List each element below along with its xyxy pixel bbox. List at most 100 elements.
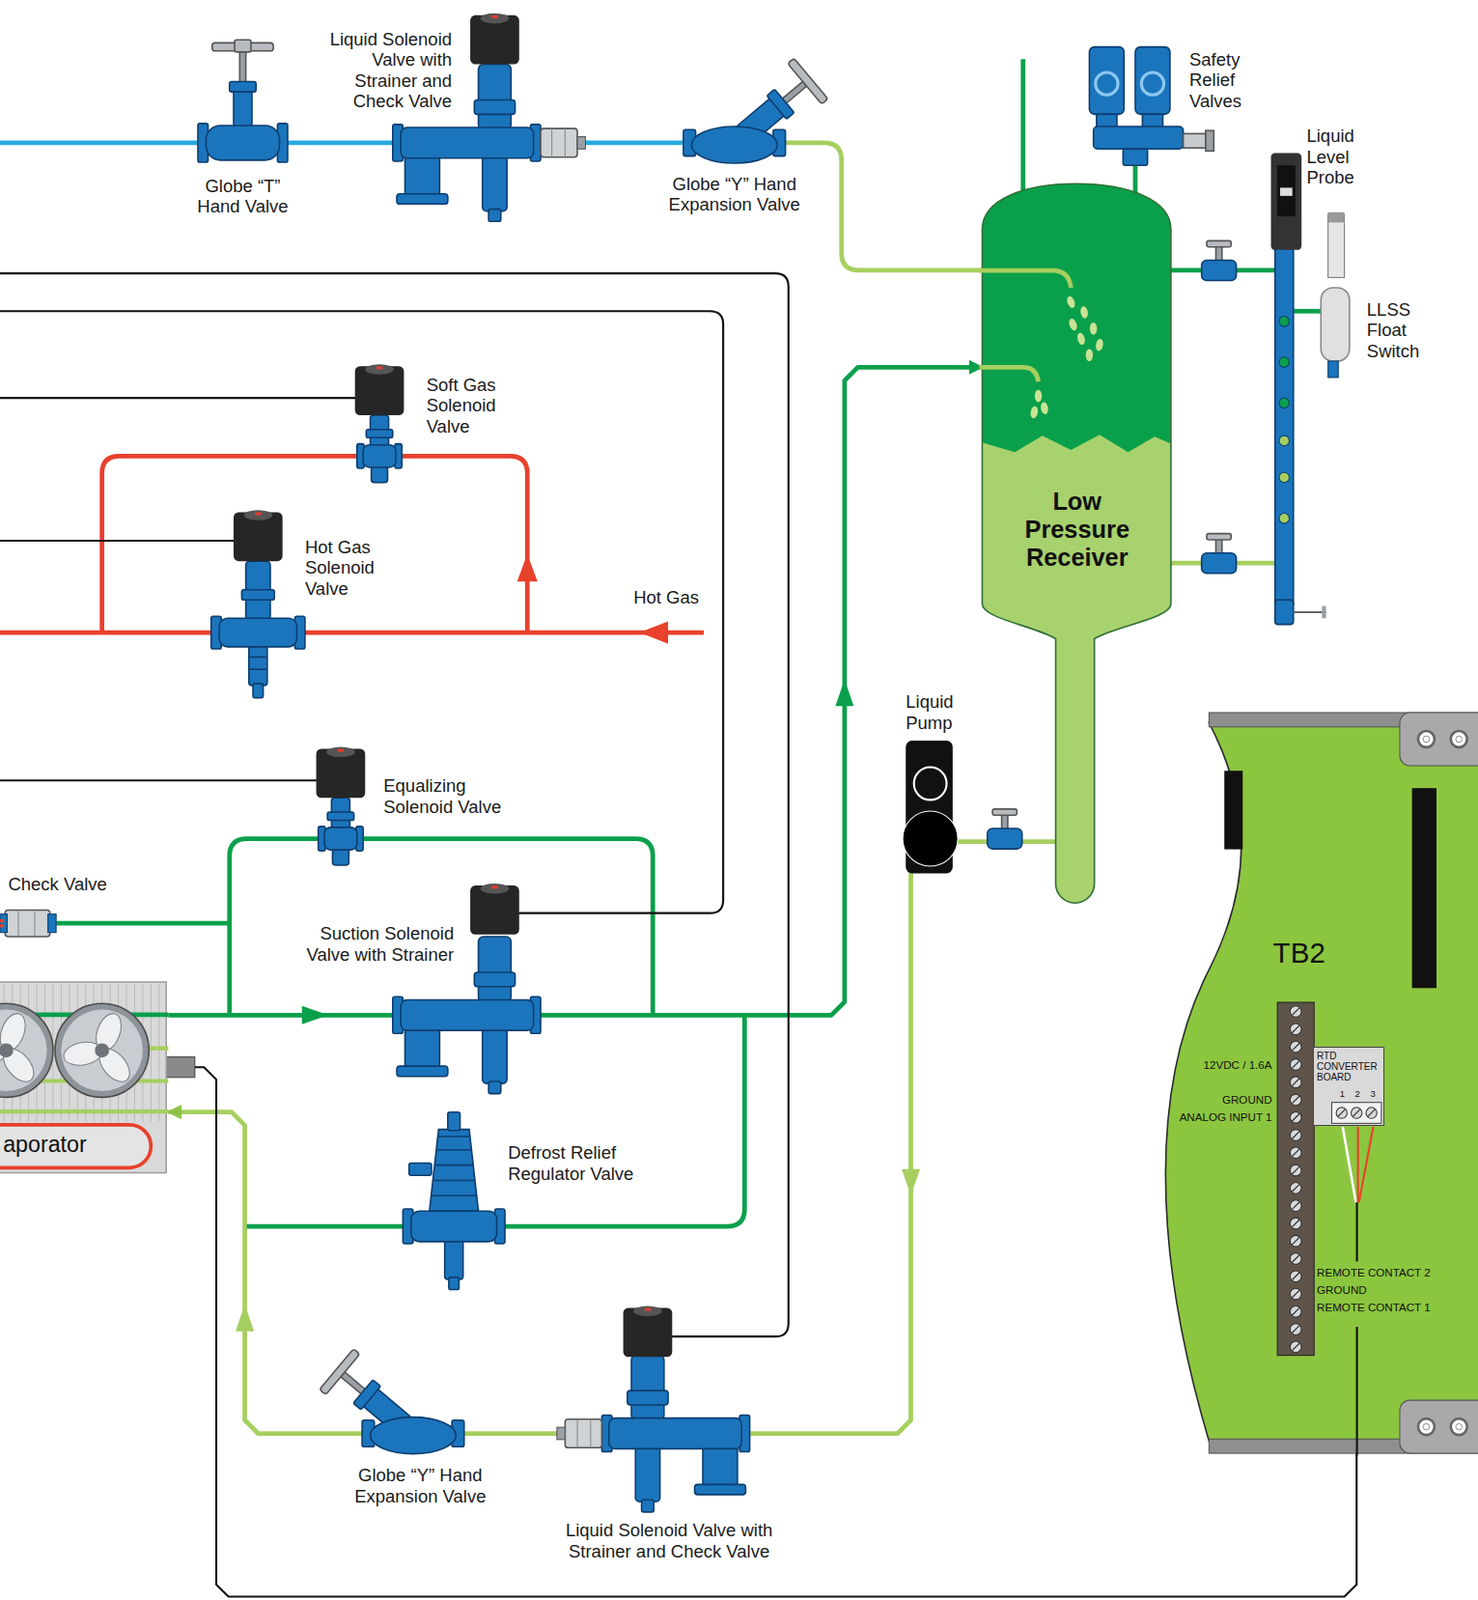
node-label: TB2: [1273, 936, 1326, 971]
evaporator-unit-shape: [0, 1124, 151, 1168]
terminal-board-shape: [1455, 1422, 1462, 1429]
node-label-box: REMOTE CONTACT 2: [1316, 1265, 1431, 1280]
part-label: Liquid Solenoid Valve with Strainer and …: [549, 1519, 789, 1562]
pipe: [229, 838, 653, 1016]
liquid-solenoid-valve: [623, 1305, 673, 1357]
terminal-board: TB2 12VDC / 1.6A GROUND ANALOG INPUT 1 REMOT…: [1147, 712, 1478, 1454]
receiver-vessel-shape: [1039, 401, 1049, 416]
control-wire: [0, 396, 358, 399]
equalizing-valve: [316, 746, 366, 865]
part-label: Globe “Y” Hand Expansion Valve: [652, 173, 816, 216]
terminal-board-shape: [1289, 1040, 1302, 1053]
defrost-regulator: [402, 1112, 505, 1290]
check-valve: [0, 919, 4, 922]
level-column: [1279, 397, 1290, 409]
liquid-pump: [914, 767, 948, 801]
defrost-regulator: [402, 1112, 505, 1290]
check-valve: [17, 909, 19, 936]
part-label: Globe “T” Hand Valve: [189, 175, 297, 218]
control-wire: [0, 273, 789, 1337]
equalizing-valve: [318, 797, 363, 865]
part-label: Hot Gas Solenoid Valve: [305, 536, 397, 600]
connector-group: [167, 366, 1357, 1596]
float-switch: [1320, 287, 1350, 362]
expansion-valve: [683, 57, 829, 164]
part-label: Equalizing Solenoid Valve: [383, 775, 522, 817]
part-label: Liquid Solenoid Valve with Strainer and …: [316, 28, 453, 113]
evaporator-unit-shape: [60, 1009, 143, 1092]
pipe: [102, 455, 529, 633]
safety-relief-valve: [1183, 133, 1206, 148]
evaporator-unit-shape: [0, 1009, 48, 1092]
hand-valve: [987, 808, 1023, 849]
terminal-board-shape: [1289, 1199, 1302, 1211]
rtd-board-shape: [1331, 1102, 1381, 1124]
node-label: REMOTE CONTACT 1: [1316, 1300, 1431, 1314]
expansion-valve: [319, 1348, 465, 1454]
level-probe: [1277, 165, 1296, 217]
pipe: [775, 142, 986, 271]
terminal-board-shape: [1289, 1058, 1302, 1070]
evaporator-unit-shape: [0, 1003, 54, 1098]
level-column: [1279, 316, 1290, 328]
evaporator-unit-shape: [94, 1043, 110, 1059]
label-box: Hot Gas Solenoid Valve: [305, 536, 397, 600]
globe-hand-valve: [197, 39, 288, 163]
receiver-vessel-shape: [981, 183, 1171, 903]
liquid-solenoid-valve: [540, 128, 586, 158]
flow-arrow: [235, 554, 921, 1332]
part-label: Liquid Level Probe: [1306, 125, 1373, 189]
terminal-board-shape: [1289, 1287, 1302, 1300]
terminal-board-shape: [1289, 1075, 1302, 1088]
label-box: Equalizing Solenoid Valve: [383, 775, 522, 817]
terminal-board-shape: [1289, 1322, 1302, 1335]
float-switch: [1328, 214, 1345, 279]
rtd-board-shape: [1350, 1107, 1362, 1118]
control-wire: [0, 539, 240, 542]
terminal-board-shape: [1224, 770, 1243, 849]
safety-relief-valve: [1141, 72, 1164, 95]
check-valve: [0, 923, 4, 927]
node-label-box: GROUND: [1316, 1282, 1367, 1297]
node-label-box: aporator: [2, 1131, 87, 1158]
receiver-vessel-shape: [1034, 390, 1042, 403]
liquid-pump: [902, 740, 958, 873]
control-wire: [0, 310, 724, 913]
pipe: [0, 630, 704, 636]
node-label: Low Pressure Receiver: [1005, 487, 1149, 572]
check-valve: [48, 914, 56, 933]
node-label: 2: [1351, 1087, 1365, 1099]
expansion-valve: [683, 57, 829, 164]
receiver-vessel-shape: [978, 366, 1038, 382]
level-column: [1275, 599, 1294, 624]
flow-arrow: [835, 679, 854, 706]
terminal-board-shape: [1289, 1111, 1302, 1123]
level-column: [1275, 247, 1327, 625]
node-label-box: 3: [1366, 1087, 1380, 1099]
terminal-board-shape: [1418, 730, 1435, 748]
level-probe: [1271, 152, 1303, 250]
part-label: Liquid Pump: [905, 691, 967, 733]
terminal-board-shape: [1356, 1125, 1359, 1201]
node-label: 12VDC / 1.6A: [1152, 1058, 1273, 1072]
label-box: Globe “Y” Hand Expansion Valve: [338, 1464, 502, 1506]
node-label: GROUND: [1152, 1092, 1273, 1107]
node-label: ANALOG INPUT 1: [1152, 1110, 1273, 1124]
terminal-board-shape: [1411, 787, 1436, 988]
node-label-box: Low Pressure Receiver: [1005, 487, 1149, 572]
evaporator-unit-shape: [55, 1003, 149, 1098]
node-label-box: 2: [1351, 1087, 1365, 1099]
terminal-board-shape: [1422, 735, 1429, 742]
pipe: [1020, 58, 1026, 200]
liquid-pump: [902, 810, 958, 866]
evaporator-unit: aporator: [0, 981, 168, 1176]
node-label: 3: [1366, 1087, 1380, 1099]
part-label: Globe “Y” Hand Expansion Valve: [338, 1464, 502, 1506]
terminal-board-shape: [1289, 1093, 1302, 1106]
evaporator-unit-shape: [150, 984, 152, 1123]
rtd-board-shape: [1336, 1107, 1347, 1118]
node-label-box: ANALOG INPUT 1: [1152, 1110, 1273, 1124]
receiver-vessel-shape: [1067, 317, 1079, 332]
expansion-valve: [319, 1348, 465, 1454]
terminal-board-shape: [1289, 1305, 1302, 1317]
